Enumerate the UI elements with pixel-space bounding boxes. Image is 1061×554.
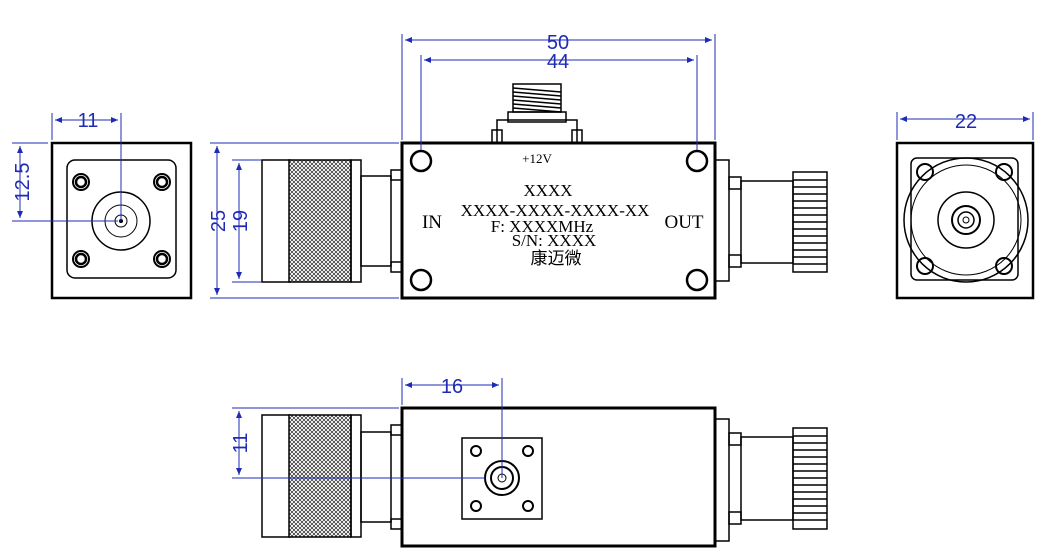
bottom-view	[261, 406, 828, 548]
dim-label: 44	[547, 51, 569, 73]
dim-bottom-vertical: 11	[230, 407, 485, 479]
dim-bottom-offset: 16	[401, 376, 503, 478]
dim-width-right: 22	[896, 111, 1034, 140]
dim-label: 22	[955, 111, 977, 133]
dim-overall-length: 50	[401, 32, 716, 140]
mounting-hole	[409, 268, 433, 292]
part-number-label: XXXX-XXXX-XXXX-XX	[461, 201, 650, 220]
brand-label: 康迈微	[531, 249, 582, 268]
dim-hole-spacing: 44	[420, 51, 698, 150]
voltage-label: +12V	[522, 151, 552, 166]
connector-face	[903, 157, 1029, 283]
dim-label: 16	[441, 376, 463, 398]
dim-label: 19	[230, 210, 252, 232]
dim-height: 25	[208, 142, 399, 299]
output-port-label: OUT	[664, 212, 703, 233]
dim-label: 50	[547, 32, 569, 54]
mounting-hole	[409, 149, 433, 173]
dim-label: 11	[78, 110, 99, 132]
right-end-view	[895, 141, 1035, 300]
dim-left-offset: 11	[51, 110, 122, 221]
mounting-hole	[153, 250, 171, 268]
model-name-label: XXXX	[523, 181, 572, 200]
mounting-hole	[685, 268, 709, 292]
mounting-hole	[153, 173, 171, 191]
dim-label: 11	[230, 433, 252, 454]
front-view	[261, 83, 828, 300]
dim-left-vertical: 12.5	[12, 142, 118, 222]
mounting-hole	[72, 250, 90, 268]
frequency-label: F: XXXXMHz	[491, 217, 594, 236]
dim-label: 25	[208, 210, 230, 232]
dim-connector-height: 19	[230, 159, 262, 283]
mounting-hole	[685, 149, 709, 173]
mounting-hole	[916, 257, 934, 275]
mounting-hole	[916, 163, 934, 181]
power-connector	[491, 83, 583, 144]
dim-label: 12.5	[12, 163, 34, 202]
input-port-label: IN	[422, 212, 442, 233]
serial-label: S/N: XXXX	[512, 231, 597, 250]
mounting-hole	[72, 173, 90, 191]
